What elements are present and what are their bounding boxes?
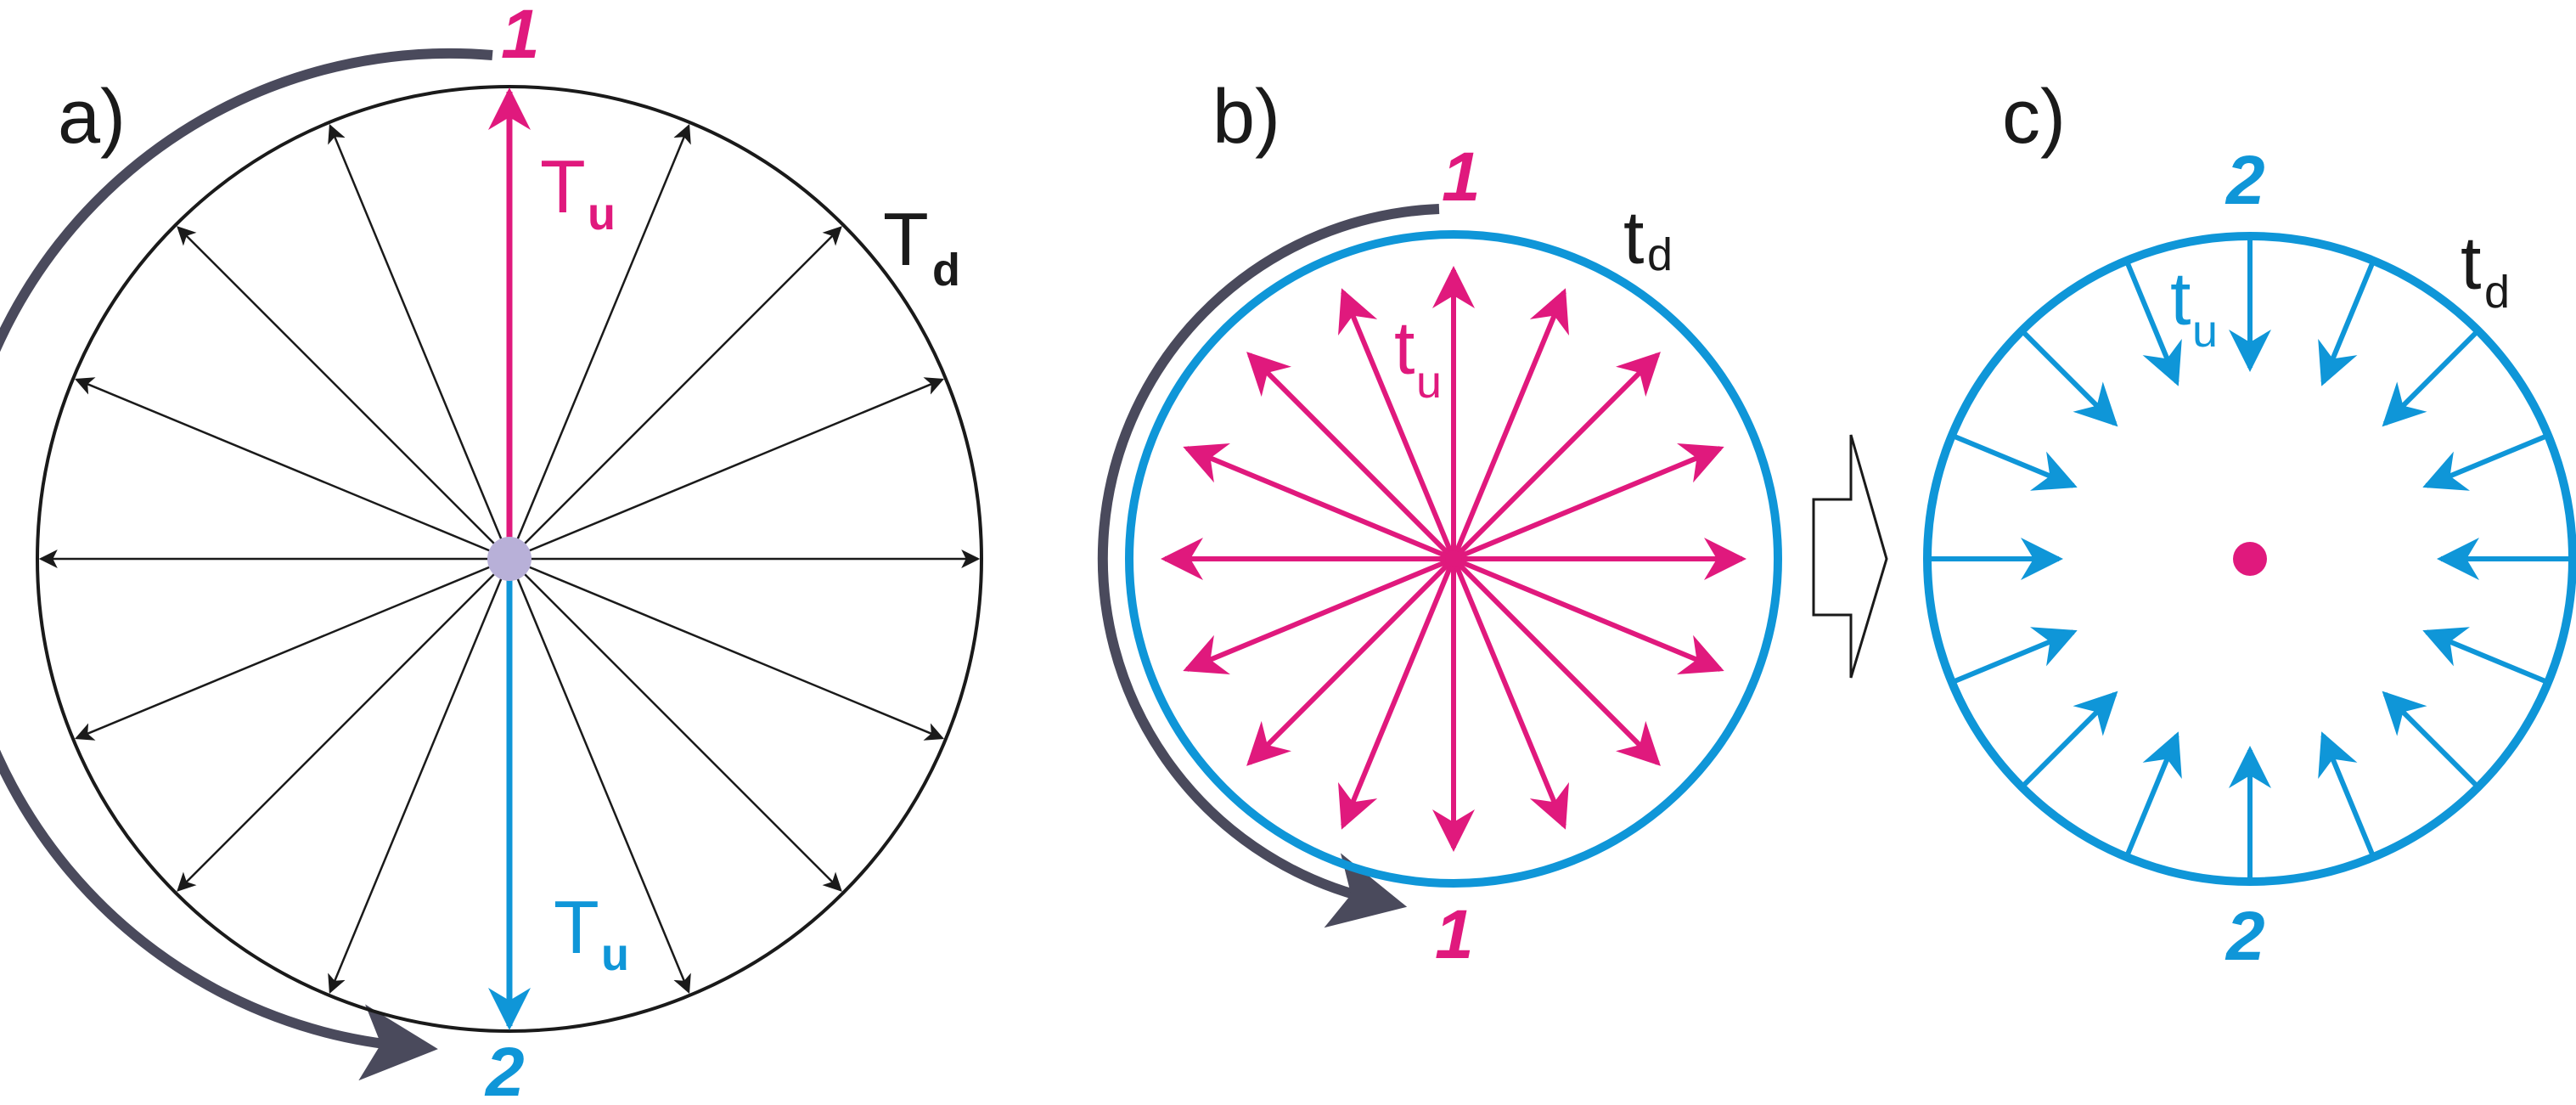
panel-c-td-sub: d <box>2484 267 2510 318</box>
panel-a-radial-arrow <box>509 557 945 741</box>
panel-b-circle <box>1125 230 1782 888</box>
panel-c-inward-arrow <box>2382 691 2480 789</box>
panel-c-inward-arrow <box>2318 731 2376 859</box>
panel-a-circle <box>36 85 983 1033</box>
panel-a-td-sub: d <box>932 245 960 296</box>
panel-c: c) 2 2 t d t u <box>1923 75 2576 975</box>
panel-a-radial-arrow <box>509 377 945 561</box>
panel-c-inward-arrow <box>2318 259 2376 386</box>
panel-a-radial-arrow <box>509 558 842 892</box>
panel-a-radial-arrow <box>508 558 691 995</box>
panel-a-radial-arrow <box>177 226 510 560</box>
panel-a-radial-arrows <box>38 123 981 995</box>
panel-b-td-sub: d <box>1647 229 1673 280</box>
panel-a-td-label: T <box>883 197 929 281</box>
panel-b-radial-arrow <box>1183 443 1455 561</box>
panel-b-radial-arrow <box>1451 352 1661 561</box>
panel-b-radial-arrow <box>1183 556 1455 674</box>
panel-b-radial-arrow <box>1246 352 1456 561</box>
panel-c-center-point <box>2233 542 2267 576</box>
panel-b-center-point <box>1445 550 1462 567</box>
panel-c-inward-arrow <box>2382 329 2480 427</box>
panel-a-label: a) <box>58 75 126 160</box>
panel-a-tu-top-label: T <box>540 144 586 228</box>
panel-b-td-label: t <box>1623 195 1644 279</box>
panel-b-radial-arrow <box>1452 443 1724 561</box>
panel-a-radial-arrow <box>177 558 510 892</box>
panel-c-inward-arrow <box>1950 627 2078 685</box>
panel-c-inward-arrow <box>2020 329 2118 427</box>
panel-c-inward-arrow <box>2422 432 2550 491</box>
panel-b-radial-arrow <box>1246 556 1456 766</box>
panel-a-center-point <box>487 537 532 581</box>
panel-a-tu-top-sub: u <box>588 189 616 240</box>
panel-a-rotation-arc <box>0 48 493 1081</box>
panel-c-marker-2-bottom: 2 <box>2224 898 2265 975</box>
panel-b-radial-arrow <box>1451 288 1569 561</box>
panel-b-tu-label: t <box>1394 306 1415 390</box>
panel-c-inward-arrow <box>1950 432 2078 491</box>
panel-a-radial-arrow <box>509 226 842 560</box>
panel-a-tu-bottom-label: T <box>554 885 599 969</box>
panel-b-tu-sub: u <box>1416 357 1442 408</box>
panel-c-inward-arrows <box>1927 236 2573 882</box>
panel-a-radial-arrow <box>74 557 510 741</box>
panel-a-marker-2: 2 <box>484 1034 525 1105</box>
panel-b-radial-arrows <box>1161 266 1746 852</box>
panel-c-inward-arrow <box>2020 691 2118 789</box>
panel-c-td-label: t <box>2461 221 2481 305</box>
panel-c-inward-arrow <box>2123 731 2182 859</box>
panel-a-radial-arrow <box>328 558 511 995</box>
panel-c-inward-arrow <box>2422 627 2550 685</box>
panel-a-marker-1: 1 <box>501 0 540 73</box>
panel-b-radial-arrow <box>1338 557 1456 830</box>
panel-b: b) 1 1 t d t u <box>1097 75 1782 973</box>
panel-b-radial-arrow <box>1451 556 1661 766</box>
panel-b-radial-arrow <box>1452 556 1724 674</box>
panel-a: a) 1 2 T u T u T d <box>0 0 983 1105</box>
panel-b-marker-1-top: 1 <box>1442 138 1481 216</box>
panel-a-radial-arrow <box>74 377 510 561</box>
panel-c-inward-arrow <box>2123 259 2182 386</box>
panel-b-radial-arrow <box>1451 557 1569 830</box>
panel-a-radial-arrow <box>328 123 511 560</box>
panel-a-radial-arrow <box>508 123 691 560</box>
panel-c-tu-sub: u <box>2192 306 2218 357</box>
panel-c-tu-label: t <box>2170 257 2191 341</box>
panel-b-marker-1-bottom: 1 <box>1435 896 1474 973</box>
panel-a-tu-bottom-sub: u <box>601 929 629 980</box>
panel-c-label: c) <box>2002 75 2066 160</box>
panel-b-label: b) <box>1212 75 1280 160</box>
panel-b-rotation-arc <box>1097 204 1440 928</box>
panel-c-marker-2-top: 2 <box>2224 142 2265 219</box>
transition-arrow <box>1812 434 1888 679</box>
panel-b-radial-arrow <box>1338 288 1456 561</box>
